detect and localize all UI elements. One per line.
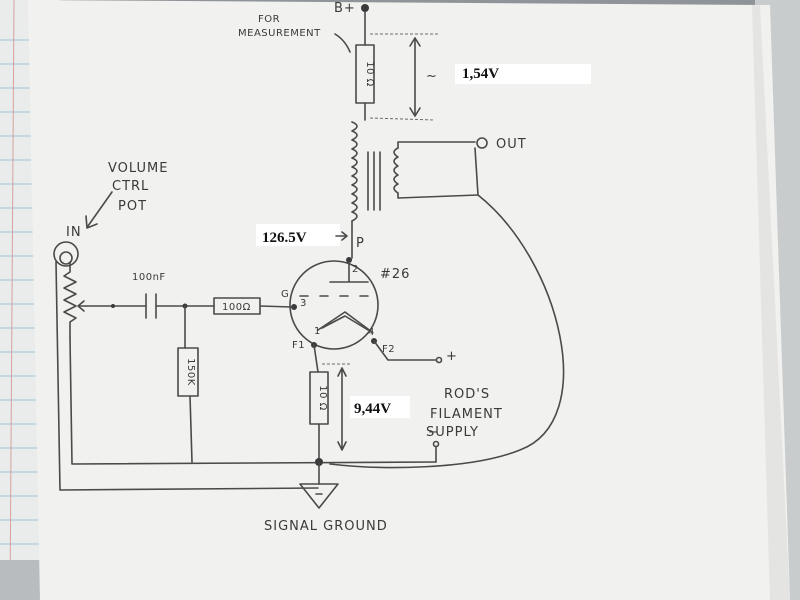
in-label: IN (66, 225, 82, 240)
f2-label: F2 (382, 344, 395, 355)
filament-label: FILAMENT (430, 407, 503, 422)
pot-label: POT (118, 199, 147, 214)
for-label: FOR (258, 14, 280, 25)
in-jack (53, 241, 79, 267)
svg-text:3: 3 (300, 298, 307, 309)
volume-arrow (85, 191, 113, 229)
grid-leak-resistor (177, 347, 199, 397)
out-jack (476, 137, 488, 149)
grid-pin-label: G (281, 289, 289, 300)
cathode-voltage: 9,44V (354, 401, 391, 417)
out-label: OUT (496, 137, 527, 152)
plate-resistor-voltage: 1,54V (462, 66, 499, 82)
b-plus-terminal: B+ (334, 1, 369, 16)
ground-symbol (299, 483, 339, 509)
volume-pot (63, 261, 77, 339)
filament-plus: + (446, 349, 458, 364)
cap-label: 100nF (132, 272, 166, 283)
measurement-arrow (334, 33, 351, 53)
plate-voltage: 126.5V (262, 230, 307, 246)
f1-label: F1 (292, 340, 305, 351)
tube-26: 2 (289, 257, 379, 350)
b-plus-label: B+ (334, 1, 356, 16)
signal-ground-label: SIGNAL GROUND (264, 519, 388, 534)
output-return-wire (329, 194, 565, 469)
output-transformer (351, 121, 479, 222)
plate-resistor-label: 10 Ω (364, 61, 375, 87)
volume-label: VOLUME (108, 161, 168, 176)
svg-text:2: 2 (352, 264, 359, 275)
measurement-label: MEASUREMENT (238, 28, 321, 39)
ctrl-label: CTRL (112, 179, 149, 194)
ground-bus (69, 337, 437, 465)
supply-label: SUPPLY (426, 425, 479, 440)
tube-label: #26 (380, 267, 410, 282)
rods-label: ROD'S (444, 387, 490, 402)
paper-sheet (28, 0, 790, 600)
svg-text:~: ~ (426, 69, 438, 84)
cathode-measure-span (337, 367, 347, 451)
grid-leak-label: 150K (185, 358, 196, 386)
plate-pin-label: P (356, 236, 365, 251)
cathode-resistor-label: 10 Ω (317, 385, 328, 411)
grid-resistor-label: 100Ω (222, 302, 251, 313)
svg-text:4: 4 (368, 327, 375, 338)
filament-minus: − (428, 425, 440, 440)
svg-text:1: 1 (314, 326, 321, 337)
